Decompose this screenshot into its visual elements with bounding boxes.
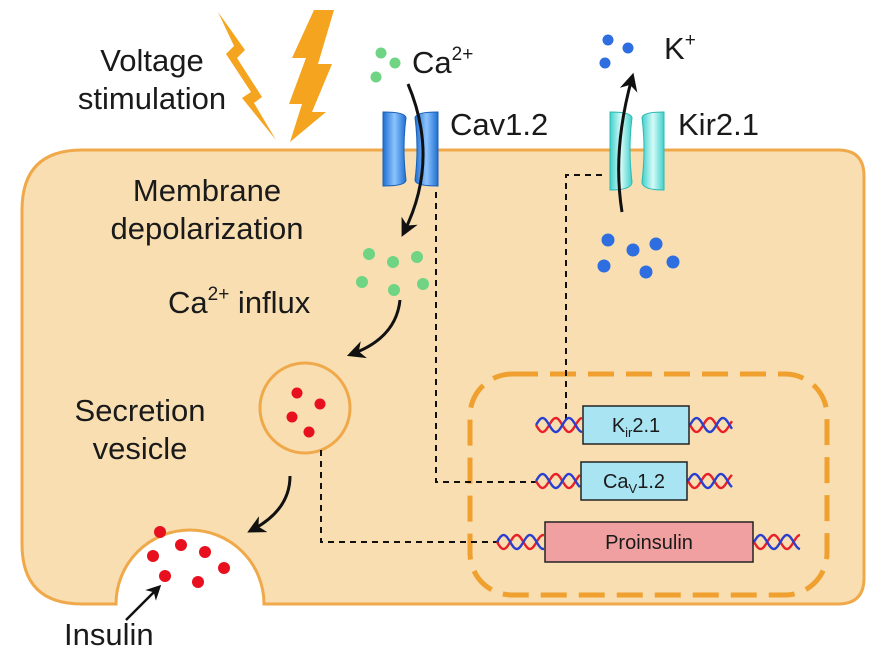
membrane-label-line1: Membrane [132, 173, 282, 208]
dna-kir-left [534, 416, 583, 434]
insulin-released [147, 526, 230, 588]
potassium-efflux-arrow [617, 72, 638, 213]
membrane-label: Membrane depolarization [62, 172, 352, 248]
influx-ion-charge: 2+ [207, 284, 230, 305]
ca-ion-charge: 2+ [451, 44, 474, 65]
kir-channel-icon [609, 111, 665, 191]
gene-proinsulin-label: Proinsulin [605, 532, 693, 554]
kir-channel-label: Kir2.1 [678, 107, 759, 142]
insulin-label: Insulin [64, 617, 154, 652]
vesicle-label-line1: Secretion [74, 393, 206, 428]
svg-text:Kir2.1: Kir2.1 [612, 415, 660, 440]
influx-ion-symbol: Ca [168, 285, 208, 320]
calcium-ions-inside [356, 248, 429, 296]
membrane-label-line2: depolarization [110, 211, 304, 246]
cav-channel-icon [382, 111, 439, 187]
ca-ion-label: Ca2+ [412, 44, 473, 82]
k-ion-label: K+ [664, 30, 696, 68]
voltage-label: Voltage stimulation [52, 42, 252, 118]
voltage-label-line2: stimulation [77, 81, 227, 116]
gene-cav-main: Ca [603, 471, 629, 493]
dna-proinsulin-right [752, 533, 801, 551]
k-ion-charge: + [684, 30, 696, 51]
calcium-to-vesicle-arrow [346, 299, 402, 359]
calcium-influx-arrow [401, 83, 425, 237]
voltage-label-line1: Voltage [100, 43, 204, 78]
dna-proinsulin-left [495, 533, 545, 551]
influx-text: influx [229, 285, 311, 320]
calcium-ions-outside [370, 47, 401, 83]
gene-kir: Kir2.1 [582, 405, 690, 445]
potassium-ions-inside [597, 233, 680, 279]
gene-kir-sub: ir [625, 425, 633, 440]
gene-cav-sub: V [629, 481, 638, 496]
lightning-bolt-icon-2 [289, 10, 334, 142]
dna-helices [495, 416, 801, 551]
lightning-bolt-icon [218, 12, 276, 140]
vesicle-label: Secretion vesicle [50, 392, 230, 468]
insulin-in-vesicle [286, 387, 326, 438]
gene-cav: CaV1.2 [580, 461, 688, 501]
ca-ion-symbol: Ca [412, 45, 452, 80]
dna-kir-right [688, 416, 733, 434]
svg-text:CaV1.2: CaV1.2 [603, 471, 665, 496]
nucleus [467, 371, 830, 598]
potassium-ions-outside [599, 34, 634, 69]
insulin-pointer-arrow [125, 584, 162, 621]
gene-kir-suffix: 2.1 [632, 415, 660, 437]
secretion-vesicle [258, 361, 352, 455]
gene-connectors [320, 174, 602, 543]
gene-kir-main: K [612, 415, 626, 437]
k-ion-symbol: K [664, 31, 685, 66]
vesicle-label-line2: vesicle [92, 431, 188, 466]
influx-label: Ca2+ influx [168, 284, 310, 322]
dna-cav-left [534, 472, 581, 490]
cav-channel-label: Cav1.2 [450, 107, 549, 142]
gene-proinsulin: Proinsulin [544, 521, 754, 563]
dna-cav-right [686, 472, 733, 490]
vesicle-fusion-arrow [247, 475, 292, 533]
gene-cav-suffix: 1.2 [637, 471, 665, 493]
